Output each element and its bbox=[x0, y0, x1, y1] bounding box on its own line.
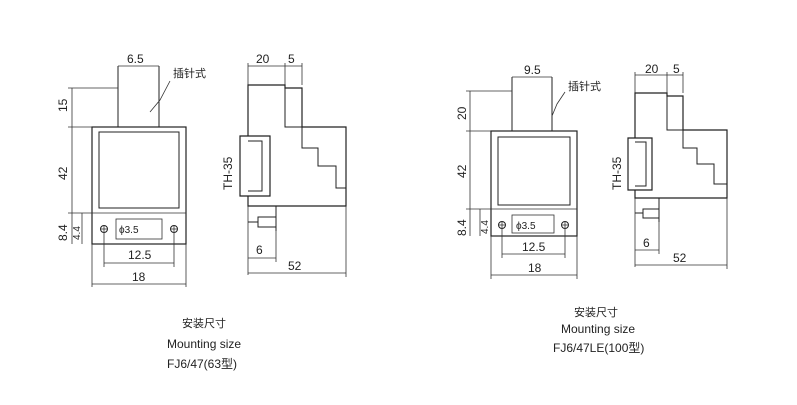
right-side-dim-total: 52 bbox=[673, 251, 687, 265]
right-caption-line3: FJ6/47LE(100型) bbox=[553, 341, 644, 355]
left-dim-total-width: 18 bbox=[132, 270, 146, 284]
right-dim-hole-spacing: 12.5 bbox=[522, 240, 546, 254]
left-side-dim-bottom-a: 6 bbox=[256, 243, 263, 257]
left-dim-hole: ϕ3.5 bbox=[119, 225, 139, 236]
left-front-view: 6.5 插针式 15 42 8.4 4.4 ϕ3.5 12.5 18 bbox=[56, 52, 206, 287]
right-caption-line1: 安装尺寸 bbox=[574, 305, 618, 319]
left-pin-label: 插针式 bbox=[173, 66, 206, 80]
right-dim-small-height: 4.4 bbox=[480, 220, 491, 234]
right-front-body bbox=[490, 130, 578, 237]
left-side-dim-total: 52 bbox=[288, 259, 302, 273]
left-front-window bbox=[98, 131, 180, 209]
left-front-body bbox=[91, 126, 187, 245]
right-side-dim-rail: TH-35 bbox=[610, 156, 624, 190]
left-dim-top-width: 6.5 bbox=[127, 52, 144, 66]
left-side-dim-top-a: 20 bbox=[256, 52, 270, 66]
right-dim-top-width: 9.5 bbox=[524, 63, 541, 77]
right-side-view: 20 5 TH-35 6 52 bbox=[610, 62, 728, 269]
left-side-view: 20 5 TH-35 6 52 bbox=[221, 52, 347, 277]
right-dim-top-height: 20 bbox=[455, 106, 469, 120]
right-side-rail-clip bbox=[627, 137, 653, 191]
right-dim-total-width: 18 bbox=[528, 261, 542, 275]
left-dim-body-height: 42 bbox=[56, 166, 70, 180]
right-side-dim-top-a: 20 bbox=[645, 62, 659, 76]
right-caption-line2: Mounting size bbox=[561, 322, 635, 336]
left-dim-top-height: 15 bbox=[56, 98, 70, 112]
left-caption: 安装尺寸 Mounting size FJ6/47(63型) bbox=[167, 316, 241, 371]
right-dim-hole: ϕ3.5 bbox=[516, 221, 536, 232]
left-dim-hole-spacing: 12.5 bbox=[128, 248, 152, 262]
right-side-dim-top-b: 5 bbox=[673, 62, 680, 76]
left-caption-line3: FJ6/47(63型) bbox=[167, 357, 237, 371]
right-caption: 安装尺寸 Mounting size FJ6/47LE(100型) bbox=[553, 305, 644, 355]
right-front-window bbox=[497, 136, 571, 206]
right-side-screw bbox=[642, 208, 660, 219]
left-side-dim-top-b: 5 bbox=[288, 52, 295, 66]
left-side-dim-rail: TH-35 bbox=[221, 156, 235, 190]
left-caption-line2: Mounting size bbox=[167, 337, 241, 351]
left-caption-line1: 安装尺寸 bbox=[182, 316, 226, 330]
right-dim-bottom-height: 8.4 bbox=[455, 219, 469, 236]
right-front-view: 9.5 插针式 20 42 8.4 4.4 ϕ3.5 12.5 18 bbox=[455, 63, 601, 279]
right-dim-body-height: 42 bbox=[455, 164, 469, 178]
left-side-rail-clip bbox=[239, 135, 271, 197]
right-side-dim-bottom-a: 6 bbox=[643, 236, 650, 250]
left-dim-bottom-height: 8.4 bbox=[56, 224, 70, 241]
left-dim-small-height: 4.4 bbox=[72, 226, 83, 240]
left-side-screw bbox=[257, 216, 277, 228]
right-pin-label: 插针式 bbox=[568, 79, 601, 93]
